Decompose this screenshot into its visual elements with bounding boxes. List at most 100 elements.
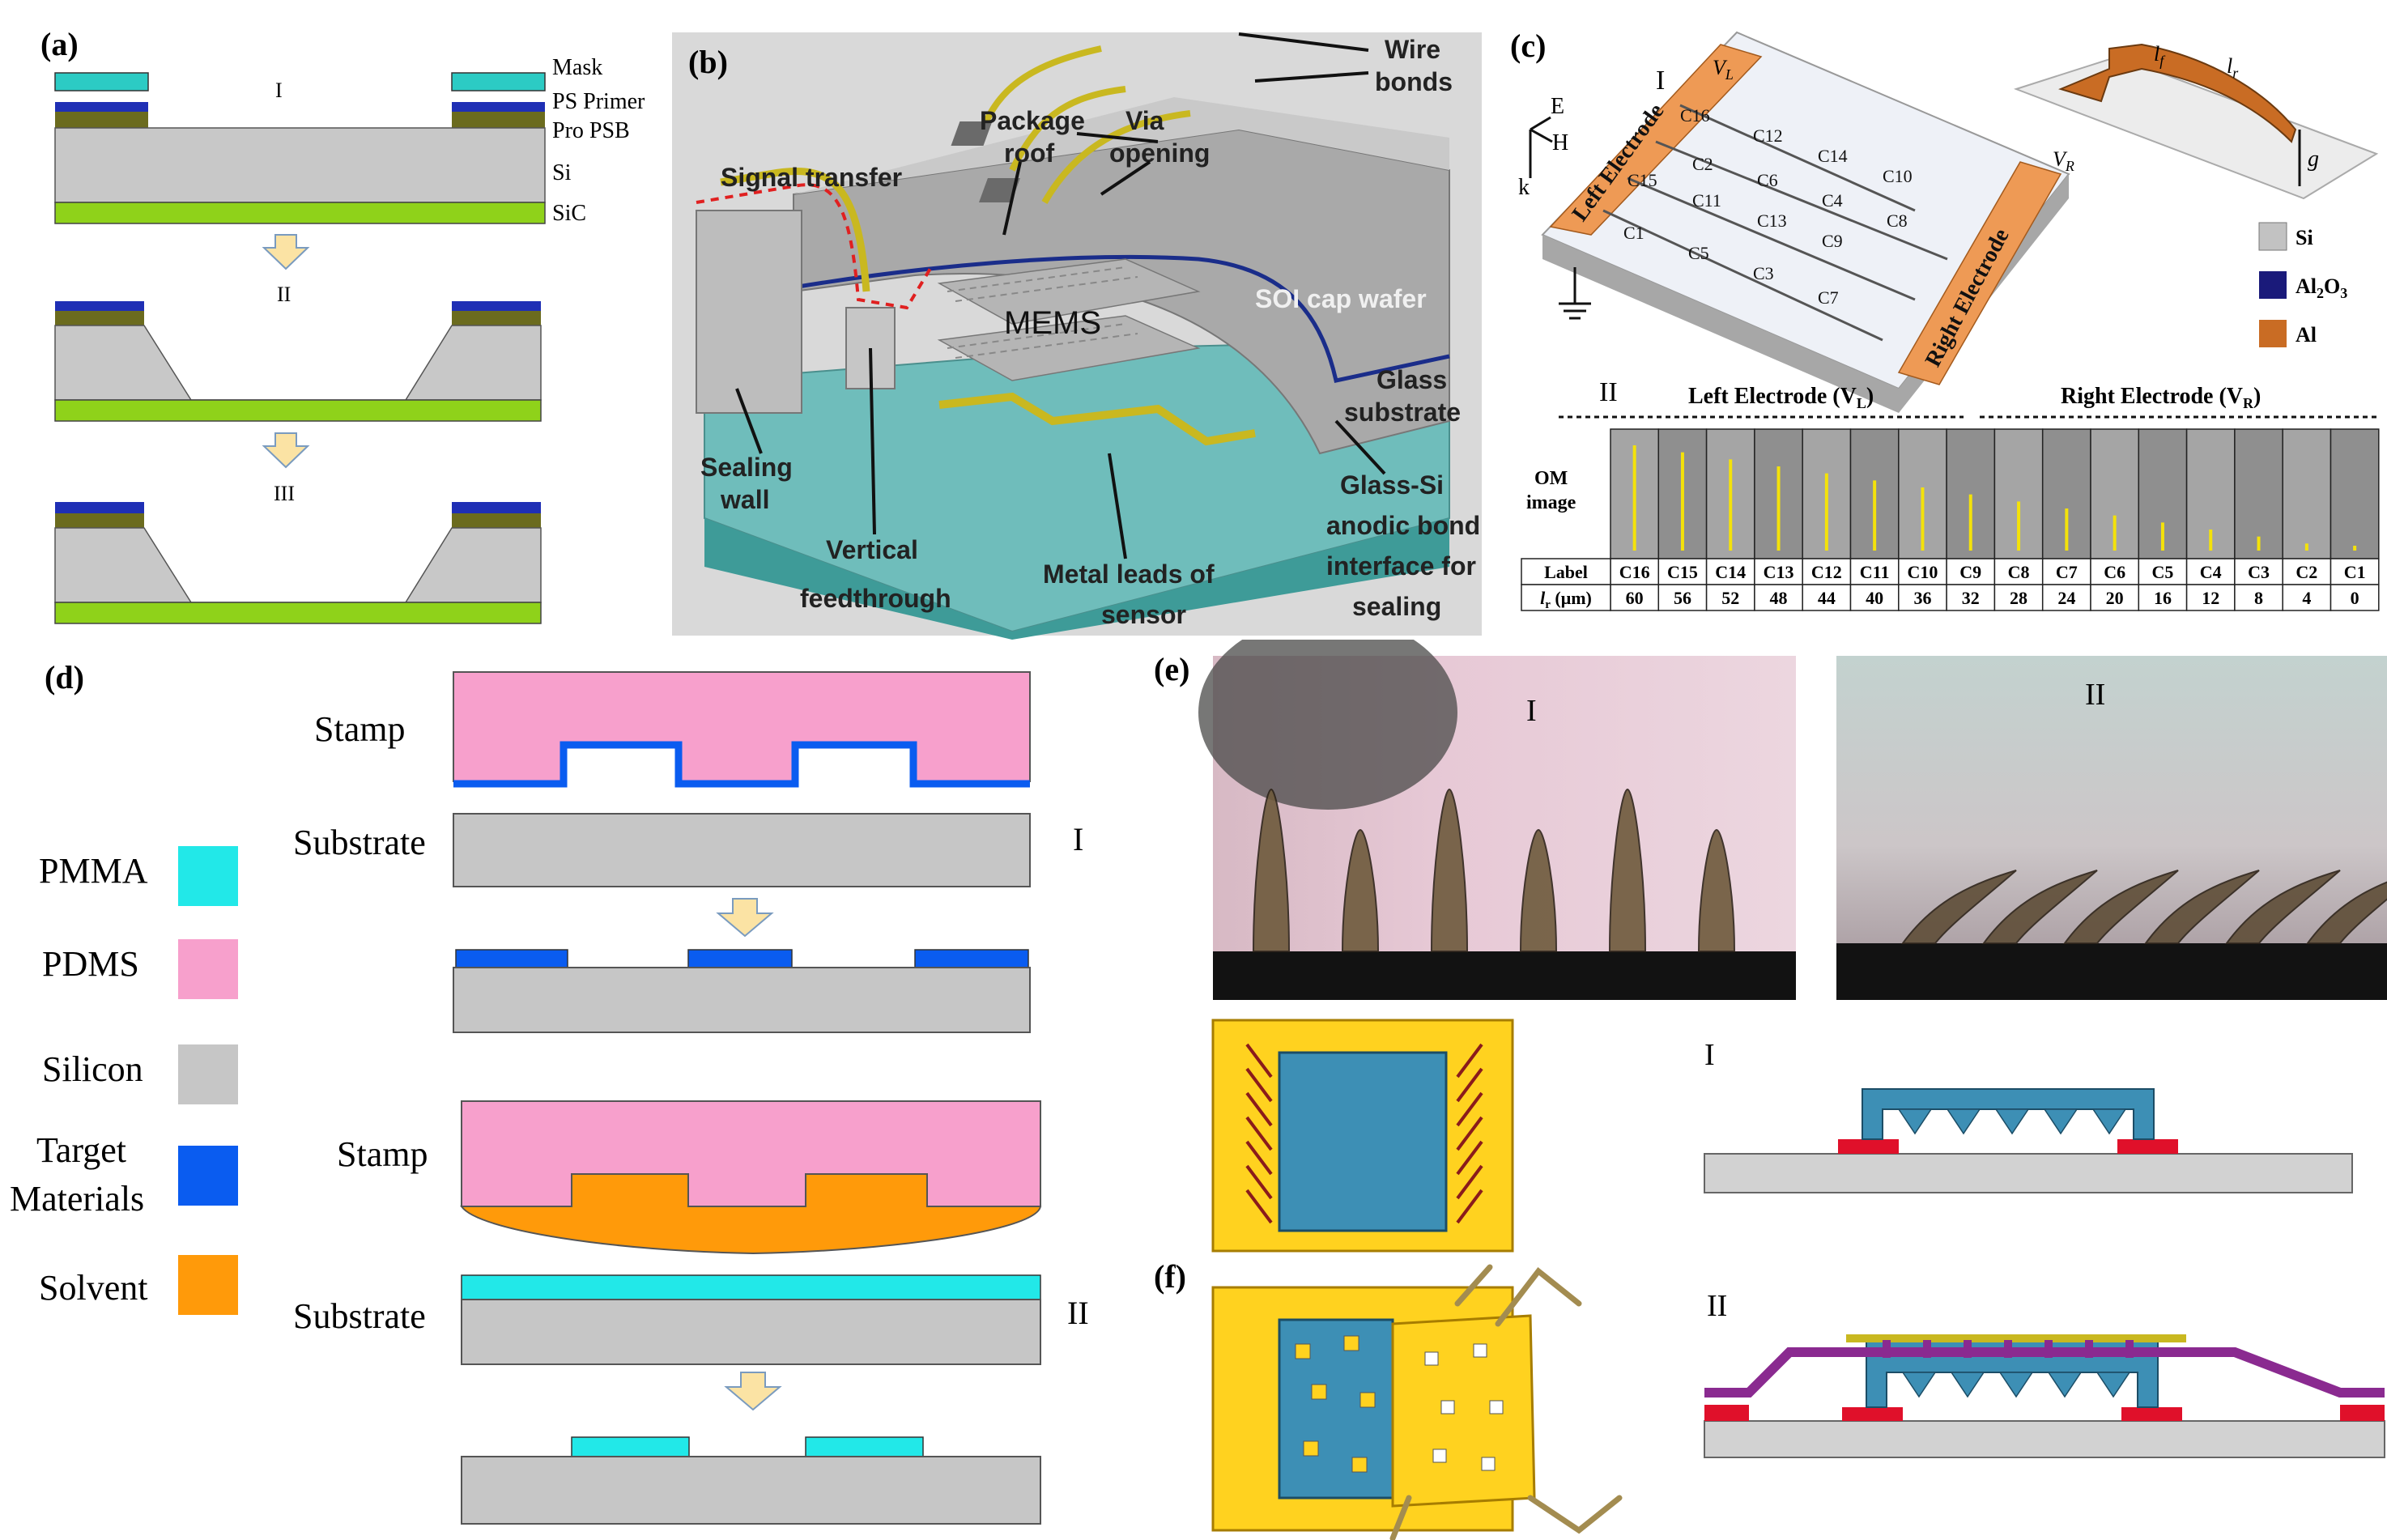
f-topview-1-core: [1278, 1051, 1448, 1232]
table-row-lr: lr (μm): [1540, 588, 1592, 611]
table-cell: [2282, 584, 2332, 611]
om-strip: [2282, 428, 2332, 559]
table-length-cell: 12: [2202, 588, 2219, 608]
f-xs2-pillars: [1883, 1340, 2134, 1358]
layer-label-primer: PS Primer: [552, 89, 645, 114]
vr-label: VR: [2053, 147, 2074, 174]
legend-target-swatch: [178, 1146, 238, 1206]
f-xs2-top-plate: [1846, 1334, 2186, 1342]
solvent-layer: [460, 1173, 1042, 1255]
wire-bond-1: [976, 45, 1102, 139]
om-strip: [2330, 428, 2380, 559]
c-step-label-2: II: [1599, 377, 1618, 407]
patterned-target-3: [914, 949, 1029, 968]
legend-pmma-label: PMMA: [39, 851, 148, 891]
patterned-pmma-1: [571, 1436, 690, 1457]
legend-target-label-2: Materials: [10, 1179, 144, 1219]
patterned-target-2: [687, 949, 793, 968]
table-length-cell: 4: [2302, 588, 2311, 608]
b-label-interface: interface for: [1326, 551, 1476, 581]
table-header-cell: [1521, 584, 1611, 611]
bent-microneedle: [2306, 881, 2387, 944]
left-electrode: [1549, 44, 1763, 236]
mask-layer-right: [451, 72, 546, 91]
panel-e: (e) I II: [1154, 640, 2387, 1000]
panel-label-b: (b): [688, 44, 728, 80]
b-pointer-arrows: [735, 32, 1386, 559]
soi-cap-curve: [793, 254, 1450, 383]
legend-solvent-swatch: [178, 1255, 238, 1315]
microneedle-spike: [1252, 788, 1291, 952]
table-header-cell: [1521, 558, 1611, 585]
axis-e-label: E: [1551, 94, 1564, 119]
axis-h-label: H: [1552, 130, 1568, 155]
legend-al2o3-swatch: [2259, 271, 2287, 299]
d-stamp-label-2: Stamp: [337, 1134, 428, 1174]
table-cell: [1898, 584, 1947, 611]
primer-layer-right: [452, 102, 545, 112]
f-xs2-pad-left: [1842, 1407, 1903, 1421]
table-length-cell: 52: [1721, 588, 1739, 608]
table-cell: [1610, 558, 1660, 585]
c-step-label-1: I: [1656, 66, 1665, 96]
panel-d: (d) PMMA PDMS Silicon Target Materials S…: [10, 659, 1089, 1525]
stamp-1-ink: [453, 741, 1030, 788]
primer-3-left: [55, 502, 144, 513]
table-label-cell: C9: [1959, 562, 1981, 582]
table-cell: [1705, 584, 1755, 611]
substrate-1-result: [453, 967, 1031, 1033]
table-label-cell: C10: [1908, 562, 1938, 582]
electrode-fingers: [1602, 104, 1948, 342]
pro-psb-layer-right: [452, 112, 545, 128]
f-xs1-teeth: [1897, 1108, 2127, 1135]
table-cell: [1705, 558, 1755, 585]
substrate-2: [461, 1299, 1041, 1365]
substrate-2-result: [461, 1456, 1041, 1525]
etched-si-2: [54, 325, 542, 401]
mems-label: MEMS: [1004, 305, 1101, 341]
table-label-cell: C3: [2248, 562, 2270, 582]
b-label-package: Package: [980, 106, 1085, 135]
b-label-roof: roof: [1004, 138, 1055, 168]
primer-2-left: [55, 301, 144, 311]
inset-lf: lf: [2154, 42, 2166, 69]
f-topview-2-flap-windows: [1424, 1343, 1504, 1471]
table-cell: [1754, 584, 1803, 611]
primer-3-right: [452, 502, 541, 513]
panel-label-a: (a): [40, 26, 79, 62]
layer-label-pro-psb: Pro PSB: [552, 118, 630, 143]
table-label-cell: C14: [1715, 562, 1746, 582]
legend-al-label: Al: [2296, 323, 2317, 347]
chip-c7: C7: [1818, 287, 1839, 308]
axis-indicator: [1529, 116, 1553, 178]
table-length-cell: 60: [1626, 588, 1644, 608]
wire-bond-3: [1041, 110, 1191, 204]
f-topview-2-flap: [1391, 1314, 1536, 1508]
chip-c9: C9: [1822, 231, 1843, 251]
f-xs1-substrate: [1704, 1153, 2353, 1193]
panel-label-f: (f): [1154, 1258, 1186, 1295]
b-label-wall: wall: [720, 485, 769, 514]
b-label-for-sealing: sealing: [1352, 592, 1441, 621]
photo-e1-spikes: [1252, 788, 1736, 952]
pro-psb-3-right: [452, 513, 541, 528]
table-length-cell: 20: [2106, 588, 2124, 608]
panel-b: (b) MEMS Wire bonds Via opening Package …: [672, 32, 1482, 640]
table-cell: [2282, 558, 2332, 585]
bent-microneedle: [1901, 870, 2017, 944]
table-label-cell: C4: [2200, 562, 2222, 582]
legend-silicon-label: Silicon: [42, 1049, 143, 1089]
b-label-glass: Glass: [1376, 365, 1447, 394]
step-label-a1: I: [275, 79, 283, 102]
chip-c5: C5: [1688, 243, 1709, 263]
legend-al2o3-label: Al2O3: [2296, 274, 2347, 301]
legend-target-label-1: Target: [36, 1130, 126, 1170]
stamp-1: [453, 671, 1031, 782]
b-label-via: Via: [1125, 106, 1164, 135]
b-label-sealing: Sealing: [700, 453, 793, 482]
microneedle-spike: [1430, 788, 1469, 952]
step-label-a3: III: [274, 482, 295, 505]
inset-lr: lr: [2227, 54, 2239, 81]
f-xs2-edge-right: [2340, 1405, 2385, 1421]
chip-c3: C3: [1753, 263, 1774, 283]
